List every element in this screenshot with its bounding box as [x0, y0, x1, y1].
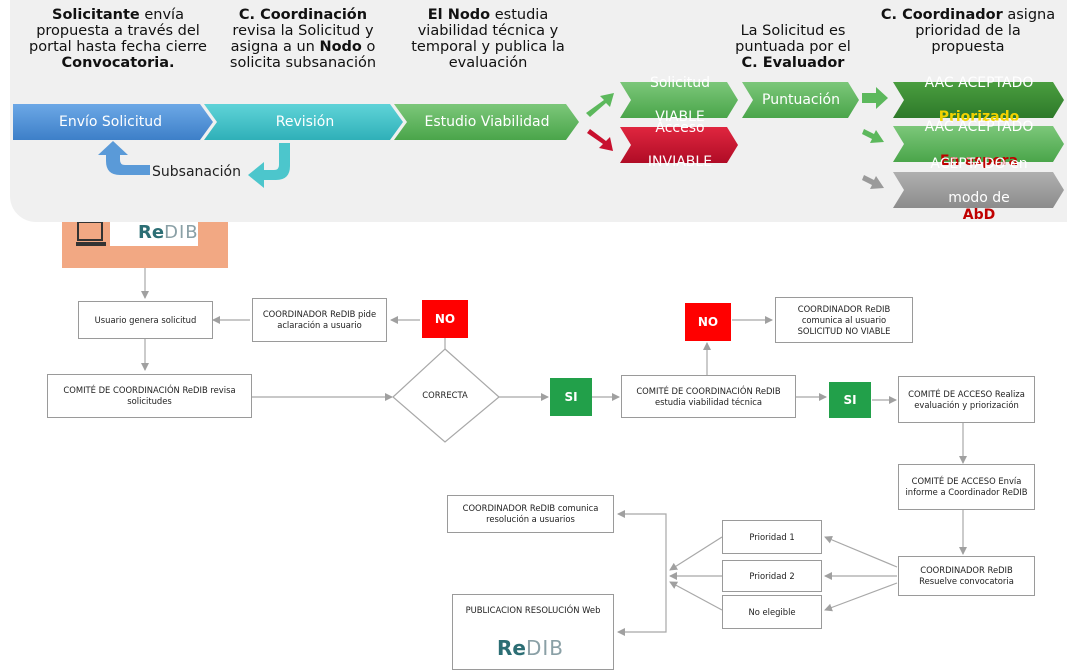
comite-coordinacion-revisa: COMITÉ DE COORDINACIÓN ReDIB revisa soli… — [47, 374, 252, 418]
decision-no-1: NO — [422, 300, 468, 338]
comite-acceso-evaluacion: COMITÉ DE ACCESO Realiza evaluación y pr… — [898, 376, 1035, 423]
chevron-aceptado-abd — [893, 172, 1064, 208]
comite-acceso-informe: COMITÉ DE ACCESO Envía informe a Coordin… — [898, 464, 1035, 510]
comite-coordinacion-estudia: COMITÉ DE COORDINACIÓN ReDIB estudia via… — [621, 375, 796, 418]
chevron-inviable — [620, 127, 738, 163]
arrow-to-viable — [586, 93, 614, 117]
arrow-to-aac2 — [862, 129, 884, 143]
coordinador-comunica-resolucion: COORDINADOR ReDIB comunica resolución a … — [447, 495, 614, 533]
process-chevrons — [13, 82, 1064, 208]
no-elegible: No elegible — [722, 595, 822, 629]
decision-no-2: NO — [685, 303, 731, 341]
header-evaluador: La Solicitud es puntuada por el C. Evalu… — [735, 23, 851, 71]
arrow-to-aac1 — [862, 87, 888, 109]
chevron-puntuacion — [742, 82, 859, 118]
coordinador-comunica-no-viable: COORDINADOR ReDIB comunica al usuario SO… — [775, 297, 913, 343]
subsanacion-arrow-right — [248, 143, 290, 188]
chevron-viable — [620, 82, 738, 118]
chevron-aac-priorizado — [893, 82, 1064, 118]
redib-logo-text: ReDIB — [138, 222, 199, 243]
coordinador-resuelve-convocatoria: COORDINADOR ReDIB Resuelve convocatoria — [898, 556, 1035, 596]
redib-logo-web: ReDIB — [497, 636, 564, 660]
coordinador-pide-aclaracion: COORDINADOR ReDIB pide aclaración a usua… — [252, 298, 387, 342]
chevron-estudio — [394, 104, 579, 140]
publicacion-label: PUBLICACION RESOLUCIÓN Web — [465, 605, 601, 615]
decision-si-1: SI — [550, 378, 592, 416]
arrow-to-aceptado — [862, 175, 884, 189]
decision-si-2: SI — [829, 382, 871, 418]
arrow-to-inviable — [587, 129, 613, 151]
header-coordinacion: C. Coordinación revisa la Solicitud y as… — [229, 7, 377, 71]
decision-correcta-diamond — [392, 348, 500, 443]
redib-logo-plate — [110, 222, 198, 246]
chevron-revision — [204, 104, 403, 140]
subsanacion-label: Subsanación — [152, 164, 241, 180]
header-nodo: El Nodo estudia viabilidad técnica y tem… — [411, 7, 565, 71]
stage-estudio-label: Estudio Viabilidad — [424, 113, 550, 130]
prioridad-2: Prioridad 2 — [722, 560, 822, 592]
stage-envio-label: Envío Solicitud — [59, 113, 162, 130]
decision-correcta-label: CORRECTA — [422, 390, 468, 400]
usuario-genera-solicitud: Usuario genera solicitud — [78, 301, 213, 339]
stage-revision-label: Revisión — [275, 113, 335, 130]
subsanacion-arrow-left — [98, 141, 150, 175]
chevron-aac-espera — [893, 126, 1064, 162]
computer-icon — [76, 222, 106, 246]
header-solicitante: Solicitante envía propuesta a través del… — [29, 7, 207, 71]
header-coordinador: C. Coordinador asigna prioridad de la pr… — [880, 7, 1056, 55]
chevron-envio — [13, 104, 213, 140]
prioridad-1: Prioridad 1 — [722, 520, 822, 554]
stage-puntuacion-label: Puntuación — [762, 91, 840, 108]
redib-logo-block: ReDIB — [62, 222, 228, 268]
